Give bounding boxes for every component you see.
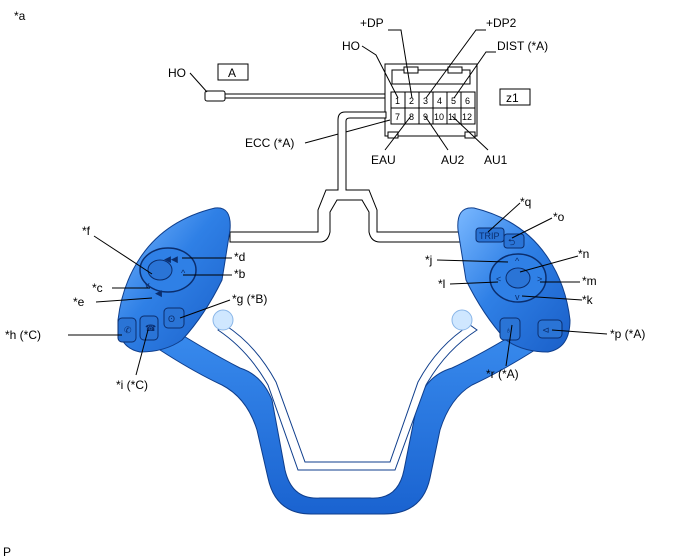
callout-m: *m <box>582 274 597 288</box>
back-button[interactable]: ⮌ <box>508 237 515 247</box>
left-leaders <box>68 235 232 376</box>
callout-j: *j <box>425 253 432 267</box>
figure-id: *a <box>14 9 26 23</box>
label-dp2: +DP2 <box>486 16 517 30</box>
callout-i: *i (*C) <box>116 378 148 392</box>
harness-box-a <box>217 63 249 81</box>
label-eau: EAU <box>371 153 396 167</box>
connector-leaders <box>304 29 496 151</box>
pin-4: 4 <box>437 96 442 106</box>
connector-box-z1 <box>499 88 531 106</box>
pin-6: 6 <box>465 96 470 106</box>
harness-wire <box>189 72 385 102</box>
footer-code: P <box>3 545 11 559</box>
callout-d: *d <box>234 250 245 264</box>
right-switch-pad[interactable] <box>457 207 571 353</box>
pin-3: 3 <box>423 96 428 106</box>
voice-icon[interactable]: ʘ <box>168 314 175 324</box>
harness-ho-label: HO <box>168 66 186 80</box>
switch-harness <box>229 111 467 243</box>
label-ecc: ECC (*A) <box>245 136 294 150</box>
left-switch-pad[interactable] <box>117 207 231 353</box>
mode-button[interactable]: ◀ <box>155 288 162 298</box>
pin-8: 8 <box>409 112 414 122</box>
callout-e: *e <box>73 295 85 309</box>
pin-10: 10 <box>434 112 444 122</box>
label-dp: +DP <box>360 16 384 30</box>
steering-spoke <box>149 309 546 515</box>
phone-hangup-icon[interactable]: ☎ <box>145 323 156 333</box>
callout-f: *f <box>82 224 91 238</box>
left-button[interactable]: < <box>496 274 501 284</box>
right-button[interactable]: > <box>537 274 542 284</box>
harness-box-a-label: A <box>228 66 236 80</box>
callout-o: *o <box>553 210 565 224</box>
up-button[interactable]: ^ <box>515 256 520 266</box>
pin-7: 7 <box>395 112 400 122</box>
callout-g: *g (*B) <box>232 292 267 306</box>
callout-l: *l <box>438 277 445 291</box>
pin-12: 12 <box>462 112 472 122</box>
callout-b: *b <box>234 267 246 281</box>
callout-h: *h (*C) <box>5 328 41 342</box>
connector-pins <box>390 91 476 125</box>
seek-back-button[interactable]: ◀◀ <box>164 254 178 264</box>
volume-down-button[interactable]: v <box>145 280 150 290</box>
trip-button[interactable]: TRIP <box>479 231 500 241</box>
callout-r: *r (*A) <box>486 367 519 381</box>
callout-c: *c <box>92 281 103 295</box>
callout-n: *n <box>578 247 589 261</box>
down-button[interactable]: v <box>515 292 520 302</box>
meter-mode-icon[interactable]: ♁ <box>505 325 512 335</box>
label-dist: DIST (*A) <box>497 39 548 53</box>
pin-1: 1 <box>395 96 400 106</box>
callout-q: *q <box>520 195 531 209</box>
label-ho-pin: HO <box>342 39 360 53</box>
lane-assist-icon[interactable]: ⊲ <box>542 325 550 335</box>
connector-box-z1-label: z1 <box>506 91 519 105</box>
pin-2: 2 <box>409 96 414 106</box>
callout-k: *k <box>582 293 594 307</box>
callout-p: *p (*A) <box>610 327 645 341</box>
label-au2: AU2 <box>441 153 465 167</box>
phone-pickup-icon[interactable]: ✆ <box>124 325 132 335</box>
label-au1: AU1 <box>484 153 508 167</box>
right-leaders <box>436 202 608 367</box>
volume-up-button[interactable]: ^ <box>181 268 186 278</box>
pin-5: 5 <box>451 96 456 106</box>
